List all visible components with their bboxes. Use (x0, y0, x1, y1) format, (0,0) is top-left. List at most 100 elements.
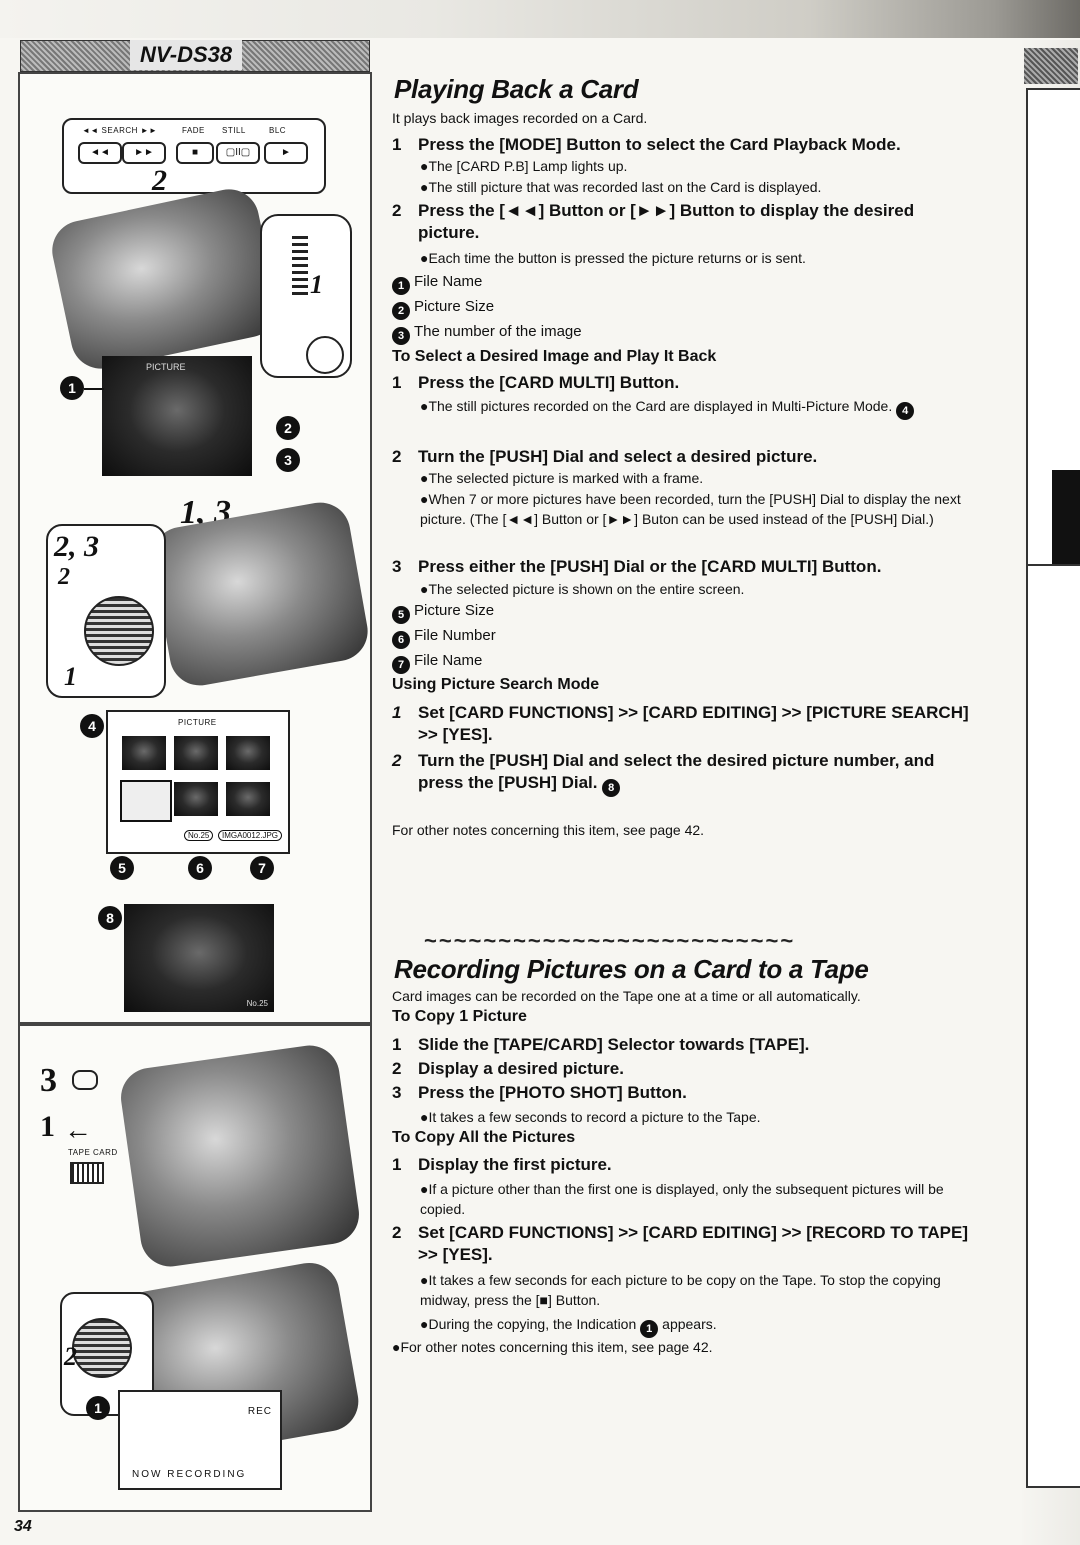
legend-7-text: File Name (414, 652, 483, 669)
copy-step-2-text: Display a desired picture. (418, 1059, 624, 1078)
copy-step-1-num: 1 (392, 1035, 402, 1054)
thumb-2 (174, 736, 218, 770)
legend-1-num: 1 (392, 277, 410, 295)
multi-file-number: No.25 (184, 830, 214, 841)
select-step-1-text: Press the [CARD MULTI] Button. (418, 373, 680, 392)
callout-1: 1 (60, 376, 84, 400)
legend-3-num: 3 (392, 327, 410, 345)
select-step-3-bullet: ●The selected picture is shown on the en… (420, 581, 745, 597)
search-step-1-num: 1 (392, 703, 402, 722)
callout-6: 6 (188, 856, 212, 880)
legend-2-num: 2 (392, 302, 410, 320)
step-callout-1: 1 (310, 270, 323, 299)
forward-button-icon: ►► (122, 142, 166, 164)
section2-title: Recording Pictures on a Card to a Tape (394, 954, 869, 984)
search-label: ◄◄ SEARCH ►► (82, 126, 158, 135)
copyall-step-2-num: 2 (392, 1223, 402, 1242)
model-name: NV-DS38 (130, 40, 243, 70)
next-page-panel-1 (1026, 88, 1080, 588)
illustration-panel-playback: ◄◄ SEARCH ►► FADE STILL BLC ◄◄ ►► ■ ▢II▢… (18, 72, 373, 1024)
step-callout-1b: 1 (64, 662, 77, 691)
select-step-2-bullet-2: ●When 7 or more pictures have been recor… (420, 491, 961, 527)
thumb-3 (226, 736, 270, 770)
now-recording-label: NOW RECORDING (132, 1469, 247, 1480)
legend-5-text: Picture Size (414, 602, 495, 619)
thumb-1 (122, 736, 166, 770)
illustration-panel-record: 3 1 ← TAPE CARD 2 1 REC NOW RECORDING (18, 1024, 372, 1512)
callout-4: 4 (80, 714, 104, 738)
tape-card-label: TAPE CARD (68, 1148, 118, 1157)
legend-6-text: File Number (414, 627, 496, 644)
step-2-bullet-1: ●Each time the button is pressed the pic… (420, 250, 806, 266)
callout-5: 5 (110, 856, 134, 880)
callout-1-line (84, 388, 104, 390)
callout-2: 2 (276, 416, 300, 440)
select-step-2-num: 2 (392, 447, 402, 466)
page-number: 34 (14, 1518, 32, 1535)
top-scan-strip (0, 0, 1080, 38)
copyall-step-1-text: Display the first picture. (418, 1155, 612, 1174)
picture-search-photo: No.25 (124, 904, 274, 1012)
section1-title: Playing Back a Card (394, 74, 639, 104)
legend-3-text: The number of the image (414, 323, 582, 340)
copyall-step-2: 2 Set [CARD FUNCTIONS] >> [CARD EDITING] … (392, 1222, 972, 1266)
callout-3: 3 (276, 448, 300, 472)
rec-indicator: REC (247, 1406, 272, 1417)
fade-label: FADE (182, 126, 205, 135)
push-dial-diagram: 2, 3 2 (46, 524, 166, 698)
step-callout-2c: 2 (64, 1342, 77, 1371)
step-1-bullet-1: ●The [CARD P.B] Lamp lights up. (420, 158, 628, 174)
stop-button-icon: ■ (176, 142, 214, 164)
thumb-5 (174, 782, 218, 816)
select-step-1-bullet-text: ●The still pictures recorded on the Card… (420, 398, 893, 414)
push-dial-icon (84, 596, 154, 666)
callout-7: 7 (250, 856, 274, 880)
thumb-4-selected (120, 780, 172, 822)
step-2-text: Press the [◄◄] Button or [►►] Button to … (418, 201, 915, 242)
arrow-left-icon: ← (64, 1114, 92, 1145)
step-1-num: 1 (392, 135, 402, 154)
copyall-step-1-bullet: ●If a picture other than the first one i… (420, 1181, 944, 1217)
ref-rec-1: 1 (640, 1320, 659, 1338)
select-step-3-text: Press either the [PUSH] Dial or the [CAR… (418, 557, 882, 576)
legend-5-num: 5 (392, 606, 410, 624)
tape-card-selector-icon (70, 1162, 104, 1184)
multi-file-name: IMGA0012.JPG (218, 830, 283, 841)
button-strip-diagram: ◄◄ SEARCH ►► FADE STILL BLC ◄◄ ►► ■ ▢II▢… (62, 118, 326, 197)
copy-step-3-num: 3 (392, 1083, 402, 1102)
next-page-black-bar (1052, 470, 1080, 580)
next-page-panel-2 (1026, 564, 1080, 1488)
subheading-select-image: To Select a Desired Image and Play It Ba… (392, 348, 717, 365)
copyall-step-2-text: Set [CARD FUNCTIONS] >> [CARD EDITING] >… (418, 1223, 969, 1264)
next-page-header-bar (1024, 48, 1078, 84)
copyall-bullet-2-pre: ●During the copying, the Indication (420, 1316, 637, 1332)
camcorder-illustration-record (117, 1041, 363, 1271)
step-callout-3: 3 (40, 1062, 57, 1099)
legend-7-num: 7 (392, 656, 410, 674)
blc-label: BLC (269, 126, 287, 135)
rewind-button-icon: ◄◄ (78, 142, 122, 164)
photo-shot-button-icon (72, 1070, 98, 1090)
thumb-6 (226, 782, 270, 816)
still-button-icon: ▢II▢ (216, 142, 260, 164)
subheading-copy-one: To Copy 1 Picture (392, 1008, 527, 1025)
section2-intro: Card images can be recorded on the Tape … (392, 988, 861, 1004)
search-step-2-text: Turn the [PUSH] Dial and select the desi… (418, 751, 935, 792)
subheading-picture-search: Using Picture Search Mode (392, 676, 600, 693)
ref-4: 4 (896, 402, 915, 420)
copyall-step-1-num: 1 (392, 1155, 402, 1174)
subheading-copy-all: To Copy All the Pictures (392, 1129, 576, 1146)
